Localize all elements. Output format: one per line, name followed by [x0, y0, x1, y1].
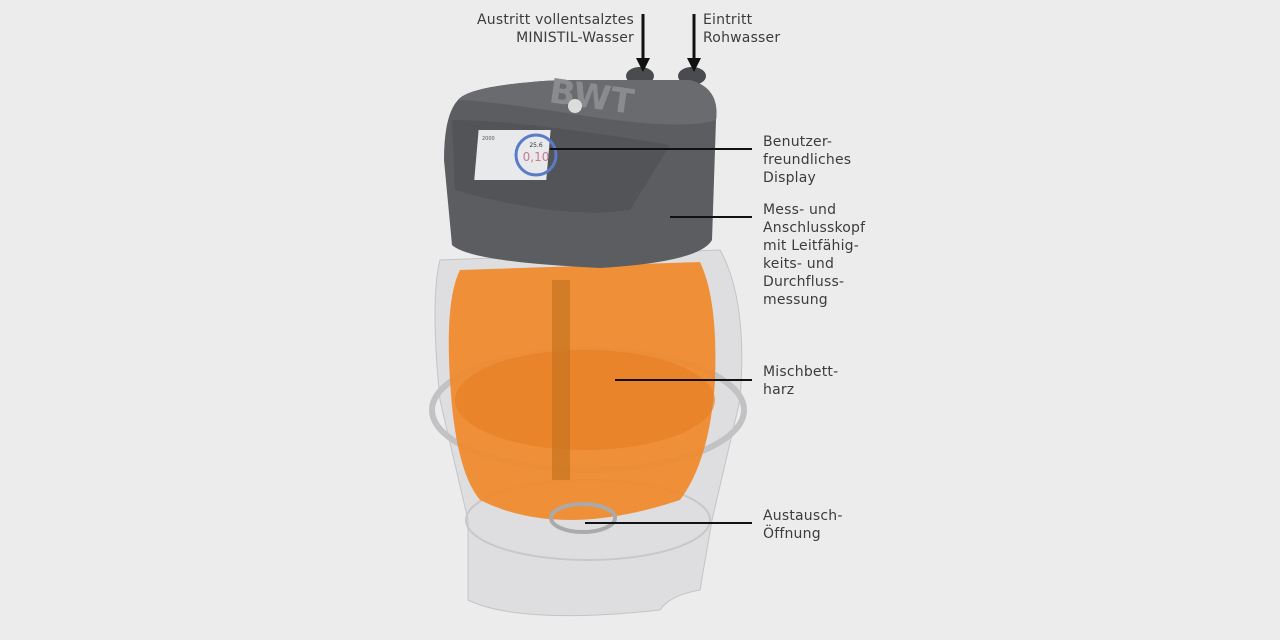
screen-value: 0,10: [523, 150, 550, 164]
label-outlet: Austritt vollentsalztes MINISTIL-Wasser: [476, 12, 634, 46]
flow-arrows: [636, 14, 701, 72]
label-opening: Austausch- Öffnung: [763, 508, 843, 542]
label-resin: Mischbett- harz: [763, 364, 839, 398]
screen-top-value: 25.6: [529, 142, 543, 149]
leader-lines: [550, 148, 752, 524]
screen-left-value: 2000: [482, 136, 495, 142]
resin-body: [448, 262, 716, 534]
label-inlet: Eintritt Rohwasser: [703, 12, 781, 46]
label-head: Mess- und Anschlusskopf mit Leitfähig- k…: [763, 202, 866, 308]
label-display: Benutzer- freundliches Display: [763, 134, 852, 186]
measuring-head: BWT 2000 25.6 0,10: [444, 67, 717, 268]
